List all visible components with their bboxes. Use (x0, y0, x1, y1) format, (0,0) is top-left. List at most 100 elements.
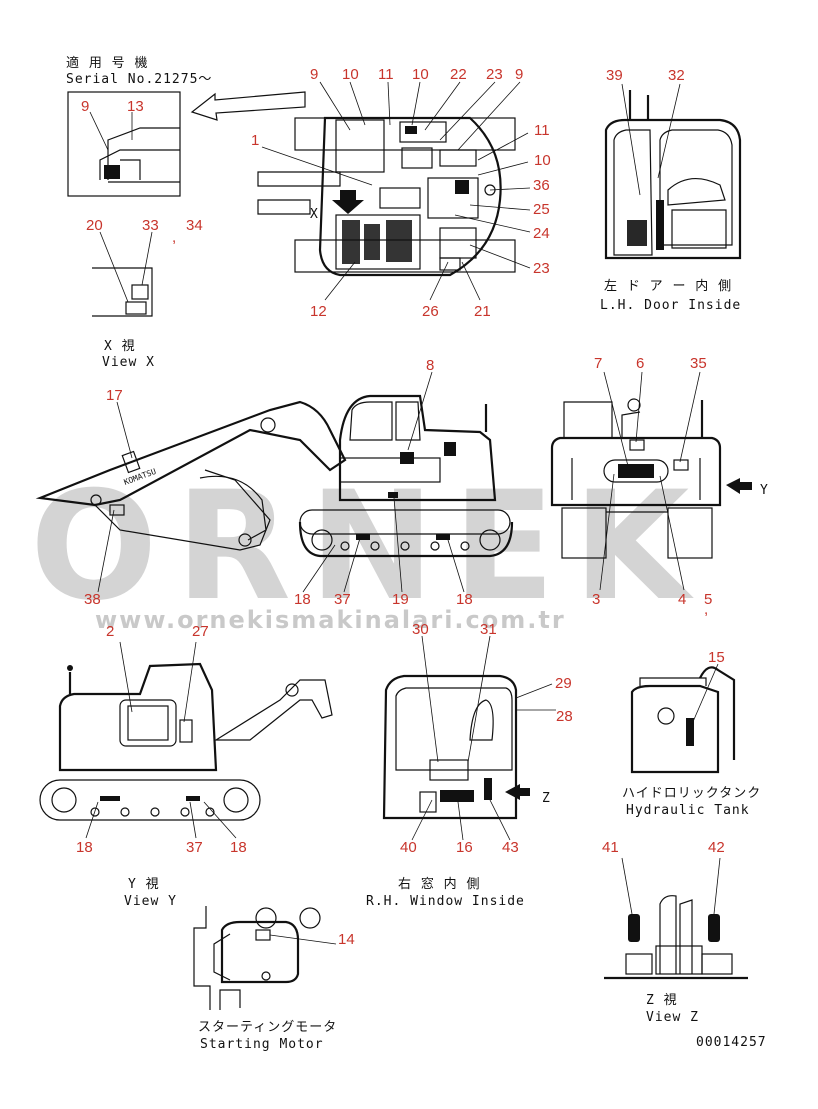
callout-viewy-18a: 18 (76, 839, 93, 856)
lh-door-en: L.H. Door Inside (600, 298, 741, 313)
hydraulic-tank: 15 ハイドロリックタンク Hydraulic Tank (622, 649, 761, 818)
callout-top-11a: 11 (378, 66, 394, 83)
callout-top-9b: 9 (515, 66, 523, 83)
callout-rear-3: 3 (592, 591, 600, 608)
drawing-number: 00014257 (696, 1035, 767, 1050)
callout-rhwin-40: 40 (400, 839, 417, 856)
callout-rhwin-28: 28 (556, 708, 573, 725)
rh-window-jp: 右 窓 内 側 (398, 876, 480, 892)
arrow-z-letter: Z (542, 791, 551, 806)
callout-top-10a: 10 (342, 66, 359, 83)
starting-motor: 14 スターティングモータ Starting Motor (193, 906, 355, 1052)
callout-top-25: 25 (533, 201, 550, 218)
view-x-jp: X 視 (104, 339, 136, 354)
callout-viewy-37: 37 (186, 839, 203, 856)
side-arm (94, 469, 271, 551)
callout-side-38: 38 (84, 591, 101, 608)
tank-en: Hydraulic Tank (626, 803, 750, 818)
callout-side-17: 17 (106, 387, 123, 404)
callout-motor-14: 14 (338, 931, 355, 948)
callout-viewz-41: 41 (602, 839, 619, 856)
watermark-url: www.ornekismakinalari.com.tr (95, 606, 566, 634)
callout-rhwin-16: 16 (456, 839, 473, 856)
callout-viewx-33: 33 (142, 217, 159, 234)
callout-viewx-comma: , (172, 229, 176, 246)
viewy-upper (58, 662, 218, 772)
callout-top-26: 26 (422, 303, 439, 320)
view-y: 2 27 18 37 18 Y 視 View Y (39, 623, 333, 909)
motor-jp: スターティングモータ (198, 1020, 337, 1035)
callout-rear-4: 4 (678, 591, 686, 608)
callout-viewx-20: 20 (86, 217, 103, 234)
callout-rhwin-31: 31 (480, 621, 497, 638)
view-z-jp: Z 視 (646, 993, 678, 1008)
serial-label-jp: 適 用 号 機 (66, 55, 148, 71)
view-z: 41 42 Z 視 View Z (602, 839, 748, 1025)
callout-viewy-27: 27 (192, 623, 209, 640)
callout-top-36: 36 (533, 177, 550, 194)
callout-top-11b: 11 (534, 122, 550, 139)
callout-viewy-2: 2 (106, 623, 114, 640)
side-boom (35, 400, 347, 507)
callout-viewy-18b: 18 (230, 839, 247, 856)
callout-side-19: 19 (392, 591, 409, 608)
view-x-en: View X (102, 355, 155, 370)
side-bucket (199, 475, 267, 541)
view-x: 20 33 , 34 X 視 View X (86, 217, 203, 370)
callout-side-8: 8 (426, 357, 434, 374)
lh-door: 39 32 左 ド ア ー 内 側 L.H. Door Inside (600, 67, 742, 313)
lh-door-jp: 左 ド ア ー 内 側 (604, 278, 732, 294)
callout-rear-comma: , (704, 601, 708, 618)
upper-structure-outline (318, 116, 502, 277)
engine-hood (335, 214, 421, 270)
callout-inset-9: 9 (81, 98, 89, 115)
view-y-en: View Y (124, 894, 177, 909)
serial-number: Serial No.21275～ (66, 72, 212, 87)
rh-window: Z 30 31 29 28 40 16 43 右 窓 内 側 R.H. Wind… (366, 621, 573, 909)
arrow-y-letter: Y (760, 483, 769, 498)
callout-top-10c: 10 (534, 152, 551, 169)
callout-top-22: 22 (450, 66, 467, 83)
viewy-boom (213, 679, 333, 741)
boom-top (257, 171, 341, 215)
callout-top-24: 24 (533, 225, 550, 242)
callout-lhdoor-32: 32 (668, 67, 685, 84)
view-y-jp: Y 視 (128, 877, 160, 892)
callout-top-10b: 10 (412, 66, 429, 83)
arrow-x-letter: X (310, 207, 319, 222)
inset-outline (99, 127, 180, 180)
callout-top-23b: 23 (533, 260, 550, 277)
callout-rear-7: 7 (594, 355, 602, 372)
callout-top-9: 9 (310, 66, 318, 83)
callout-rhwin-30: 30 (412, 621, 429, 638)
inset-decal (104, 165, 120, 179)
view-z-en: View Z (646, 1010, 699, 1025)
callout-inset-13: 13 (127, 98, 144, 115)
viewy-track (39, 779, 261, 821)
callout-lhdoor-39: 39 (606, 67, 623, 84)
tank-body (630, 684, 720, 774)
callout-rear-35: 35 (690, 355, 707, 372)
inset-frame (67, 91, 181, 197)
rh-cab-outline (382, 674, 518, 820)
callout-side-18a: 18 (294, 591, 311, 608)
callout-viewx-34: 34 (186, 217, 203, 234)
inset-detail: 9 13 (67, 91, 181, 197)
callout-top-23a: 23 (486, 66, 503, 83)
callout-top-12: 12 (310, 303, 327, 320)
callout-side-37: 37 (334, 591, 351, 608)
side-view: KOMATSU 17 8 38 18 37 (35, 357, 514, 608)
callout-rear-6: 6 (636, 355, 644, 372)
tank-jp: ハイドロリックタンク (622, 786, 761, 801)
rear-counterweight (550, 436, 722, 507)
callout-rhwin-29: 29 (555, 675, 572, 692)
callout-side-18b: 18 (456, 591, 473, 608)
side-upper (338, 394, 497, 502)
inset-pointer-arrow (190, 91, 306, 121)
rear-view: Y 7 6 35 3 4 5 , (550, 355, 769, 618)
callout-tank-15: 15 (708, 649, 725, 666)
callout-top-21: 21 (474, 303, 491, 320)
callout-viewz-42: 42 (708, 839, 725, 856)
